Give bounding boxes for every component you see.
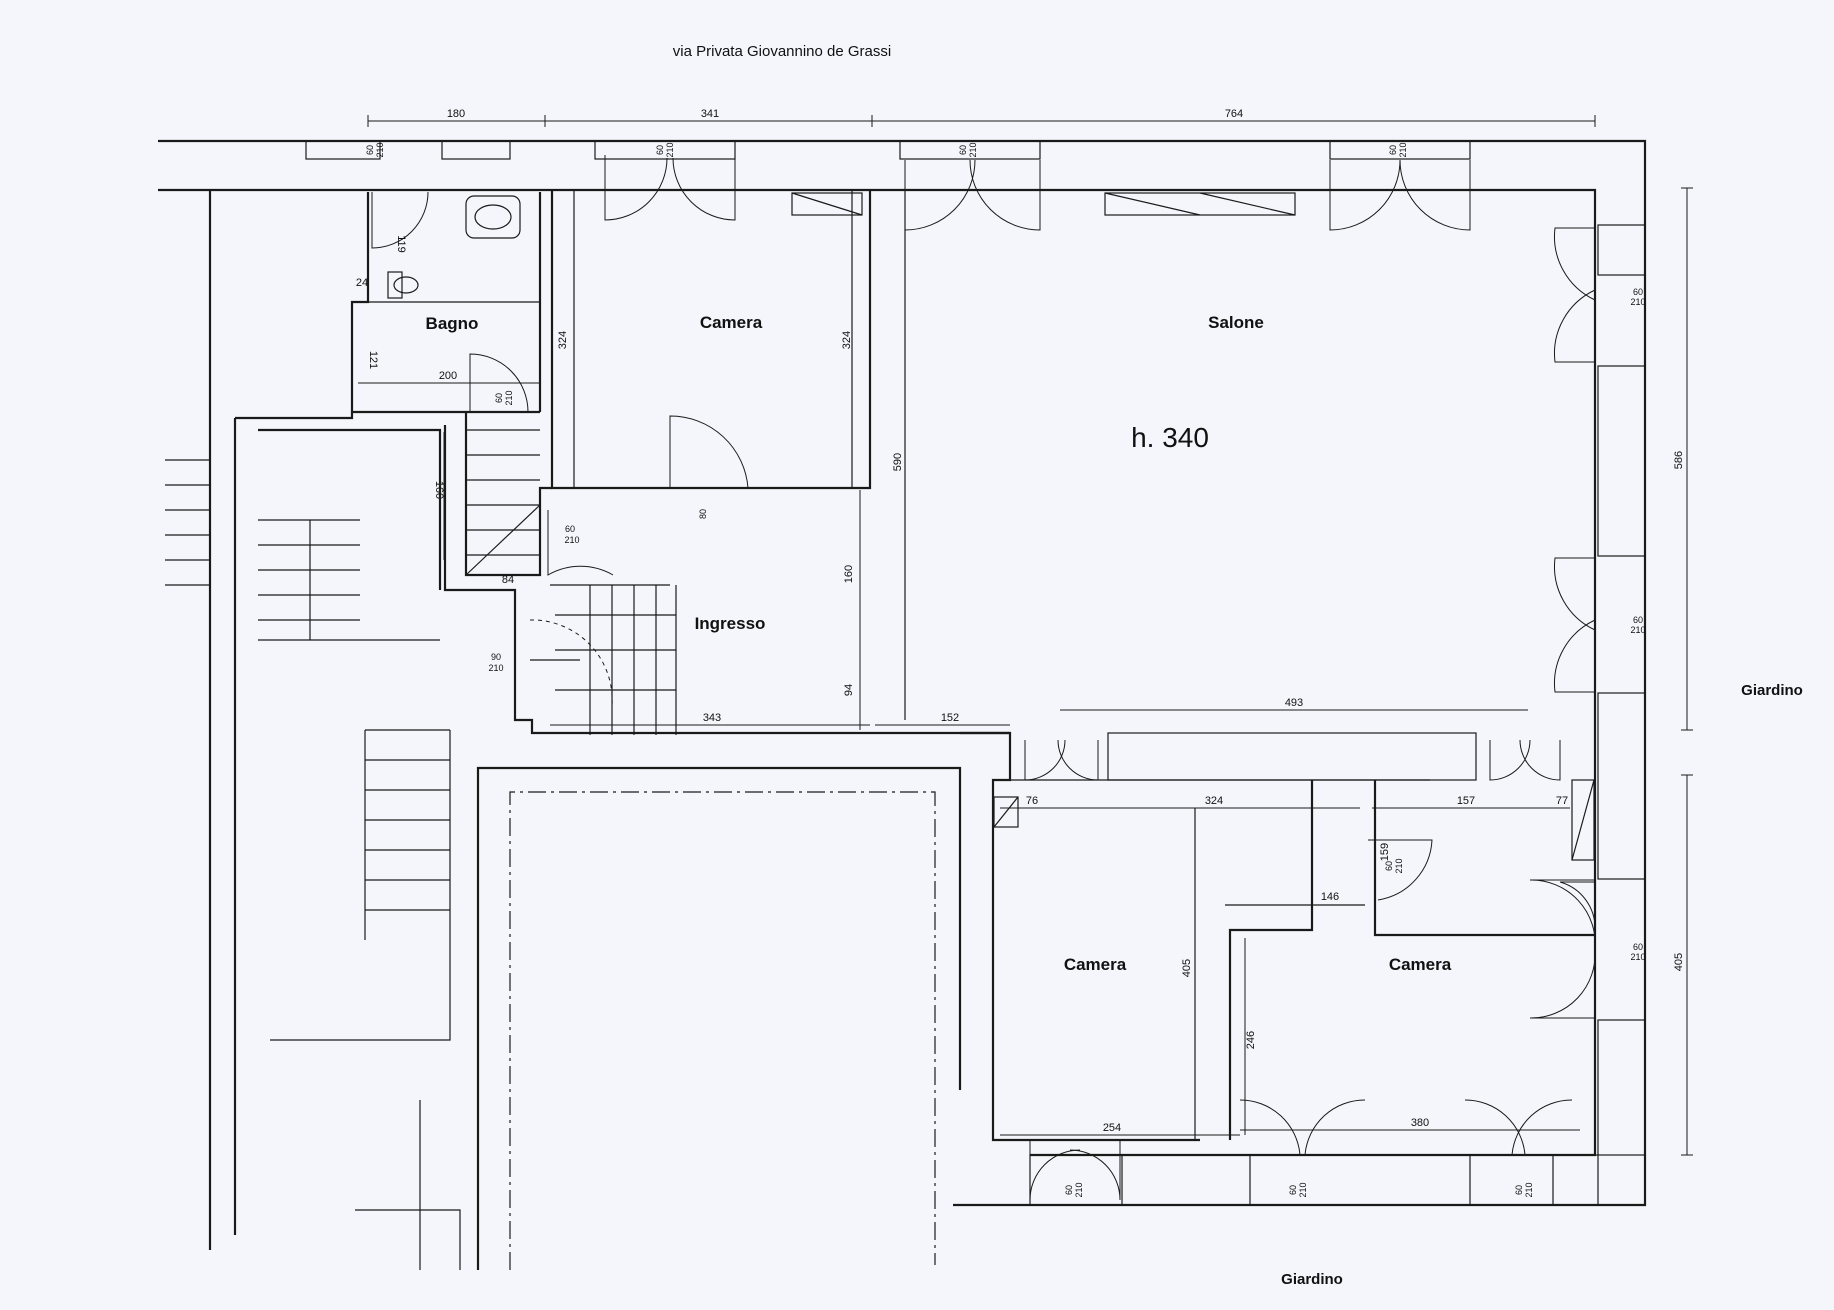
dim-764: 764 [1225,108,1243,120]
right-dimension-lines: 586 405 [1673,187,1693,1156]
salone-room: Salone h. 340 590 493 [892,159,1596,720]
garden-bottom: Giardino [1281,1271,1343,1288]
opening-h: 210 [504,390,514,405]
opening-w: 60 [1514,1185,1524,1195]
dim-324-left: 324 [557,331,569,349]
opening-labels: 60 210 60 210 60 210 60 210 60 210 60 21… [365,142,1646,1197]
dim-121: 121 [367,351,379,369]
dim-254: 254 [1103,1122,1121,1134]
dim-159: 159 [1379,843,1391,861]
door-80: 80 [698,509,708,519]
opening-h: 210 [1630,297,1645,307]
opening-h: 210 [488,663,503,673]
dim-146: 146 [1321,891,1339,903]
opening-h: 210 [564,535,579,545]
opening-w: 60 [1633,287,1643,297]
street-name: via Privata Giovannino de Grassi [673,43,891,60]
opening-h: 210 [375,142,385,157]
dim-119: 119 [395,235,407,253]
camera-br-room: 157 77 159 146 246 Camera 380 [1225,779,1596,1156]
camera-bl-room: 76 324 405 Camera 254 [960,731,1561,1201]
opening-h: 210 [1074,1182,1084,1197]
camera-top-room: Camera 324 324 80 [550,155,872,519]
opening-w: 60 [1288,1185,1298,1195]
dim-180: 180 [447,108,465,120]
left-stairwell [165,190,451,1250]
opening-w: 60 [655,145,665,155]
top-dimension-line: 180 341 764 [367,108,1596,127]
dim-94: 94 [843,684,855,696]
dim-380: 380 [1411,1117,1429,1129]
dim-341: 341 [701,108,719,120]
bagno-room: Bagno 119 24 121 200 [350,191,542,414]
opening-w: 60 [1388,145,1398,155]
dim-157: 157 [1457,795,1475,807]
opening-h: 210 [1394,858,1404,873]
opening-h: 210 [1630,625,1645,635]
room-camera-bl: Camera [1064,955,1127,974]
dim-200: 200 [439,370,457,382]
opening-w: 60 [1064,1185,1074,1195]
dim-160-ingresso: 160 [843,565,855,583]
room-ingresso: Ingresso [695,614,766,633]
ingresso-room: Ingresso 160 84 160 94 343 152 [235,412,1010,735]
room-bagno: Bagno [426,314,479,333]
room-camera-top: Camera [700,313,763,332]
opening-w: 60 [365,145,375,155]
dim-76: 76 [1026,795,1038,807]
opening-w: 60 [1633,942,1643,952]
dim-24: 24 [356,277,368,289]
dim-152: 152 [941,712,959,724]
dim-324-right: 324 [841,331,853,349]
exterior-walls [158,139,1647,1207]
dim-405-bl: 405 [1181,959,1193,977]
opening-w: 60 [958,145,968,155]
dim-77: 77 [1556,795,1568,807]
opening-w: 60 [1633,615,1643,625]
opening-h: 210 [1524,1182,1534,1197]
ceiling-height: h. 340 [1131,422,1209,453]
room-salone: Salone [1208,313,1264,332]
opening-w: 60 [565,524,575,534]
opening-h: 210 [968,142,978,157]
dim-493: 493 [1285,697,1303,709]
dim-246: 246 [1245,1031,1257,1049]
opening-w: 60 [1384,861,1394,871]
dim-405-right: 405 [1673,953,1685,971]
dim-590: 590 [892,453,904,471]
room-camera-br: Camera [1389,955,1452,974]
opening-w: 60 [494,393,504,403]
dim-343: 343 [703,712,721,724]
courtyard [355,766,962,1270]
dim-324-bl: 324 [1205,795,1223,807]
opening-h: 210 [665,142,675,157]
garden-right: Giardino [1741,682,1803,699]
dim-586: 586 [1673,451,1685,469]
opening-h: 210 [1630,952,1645,962]
dim-84: 84 [502,574,514,586]
door-90: 90 [491,652,501,662]
opening-h: 210 [1298,1182,1308,1197]
opening-h: 210 [1398,142,1408,157]
